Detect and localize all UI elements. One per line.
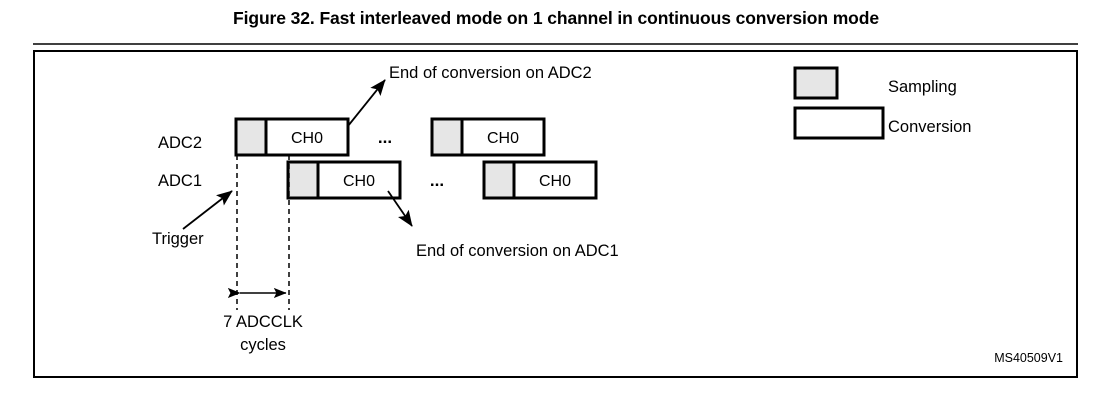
timing-label-line2: cycles — [240, 336, 286, 354]
sampling-segment — [430, 117, 464, 157]
adc2-block-1: CH0 — [234, 117, 350, 157]
block-label: CH0 — [487, 130, 519, 147]
sampling-segment — [482, 160, 516, 200]
figure-title: Figure 32. Fast interleaved mode on 1 ch… — [233, 8, 879, 28]
sampling-segment — [234, 117, 268, 157]
figure-watermark: MS40509V1 — [994, 351, 1063, 365]
adc1-block-1: CH0 — [286, 160, 402, 200]
row-label-adc2: ADC2 — [158, 134, 202, 152]
legend: Sampling Conversion — [793, 66, 971, 140]
block-label: CH0 — [539, 173, 571, 190]
ellipsis-adc1: ... — [430, 171, 444, 190]
block-label: CH0 — [343, 173, 375, 190]
eoc-adc1-label: End of conversion on ADC1 — [416, 242, 619, 260]
eoc-adc2-label: End of conversion on ADC2 — [389, 64, 592, 82]
timing-label-line1: 7 ADCCLK — [223, 313, 303, 331]
eoc-adc1-leader — [387, 190, 413, 227]
trigger-annotation: Trigger — [152, 190, 233, 248]
conversion-segment — [264, 117, 350, 157]
legend-label-sampling: Sampling — [888, 78, 957, 96]
row-label-adc1: ADC1 — [158, 172, 202, 190]
legend-swatch-conversion — [793, 106, 885, 140]
eoc-adc2-annotation: End of conversion on ADC2 — [347, 64, 592, 127]
block-label: CH0 — [291, 130, 323, 147]
conversion-segment — [460, 117, 546, 157]
ellipsis-adc2: ... — [378, 128, 392, 147]
conversion-segment — [316, 160, 402, 200]
trigger-leader — [182, 190, 233, 230]
trigger-label: Trigger — [152, 230, 204, 248]
eoc-adc2-leader — [347, 79, 386, 127]
adc1-block-2: CH0 — [482, 160, 598, 200]
eoc-adc1-annotation: End of conversion on ADC1 — [387, 190, 619, 260]
sampling-segment — [286, 160, 320, 200]
legend-label-conversion: Conversion — [888, 118, 971, 136]
figure-frame — [33, 50, 1078, 378]
conversion-segment — [512, 160, 598, 200]
adc2-block-2: CH0 — [430, 117, 546, 157]
legend-swatch-sampling — [793, 66, 839, 100]
